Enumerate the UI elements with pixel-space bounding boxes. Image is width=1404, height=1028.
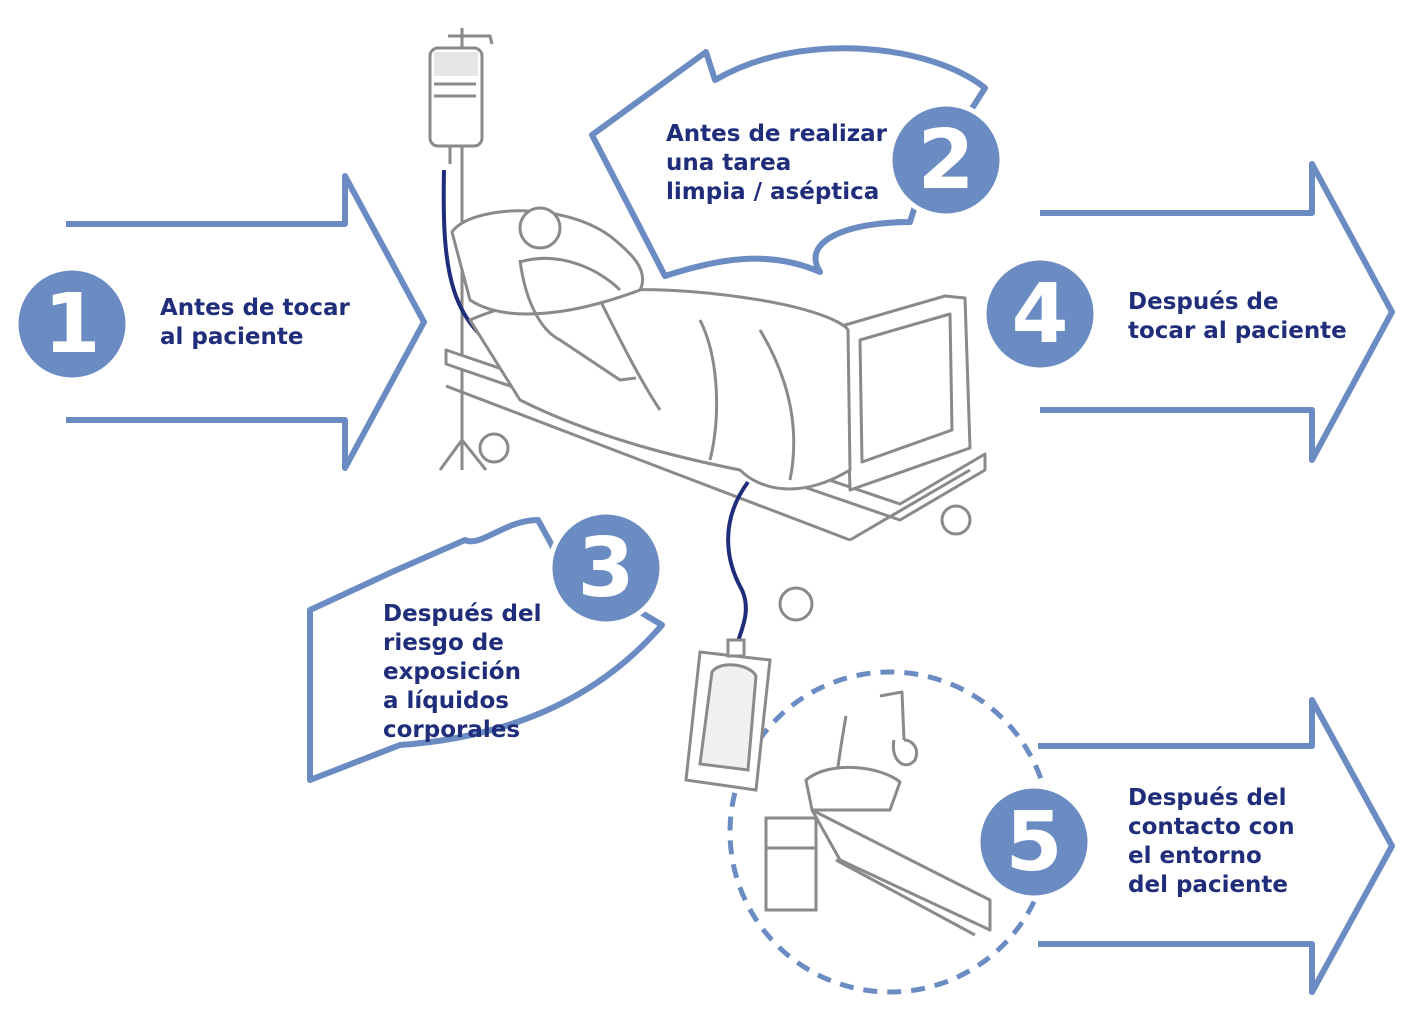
step-1-number: 1	[43, 277, 100, 372]
step-3-label: Después del riesgo de exposición a líqui…	[383, 600, 541, 745]
step-4-number: 4	[1011, 267, 1068, 362]
step-5-line: del paciente	[1128, 871, 1295, 900]
step-5-label: Después del contacto con el entorno del …	[1128, 784, 1295, 900]
step-2-line: limpia / aséptica	[666, 178, 887, 207]
step-4-line: tocar al paciente	[1128, 317, 1347, 346]
step-1-label: Antes de tocar al paciente	[160, 294, 350, 352]
step-5-line: contacto con	[1128, 813, 1295, 842]
step-5-line: el entorno	[1128, 842, 1295, 871]
step-4-label: Después de tocar al paciente	[1128, 288, 1347, 346]
step-3-line: riesgo de	[383, 629, 541, 658]
step-5-badge: 5	[978, 786, 1090, 898]
step-2-line: una tarea	[666, 149, 887, 178]
step-4-line: Después de	[1128, 288, 1347, 317]
step-1-line: Antes de tocar	[160, 294, 350, 323]
bedside-table-icon	[766, 818, 816, 910]
step-3-line: corporales	[383, 716, 541, 745]
step-3-badge: 3	[550, 512, 662, 624]
step-2-label: Antes de realizar una tarea limpia / asé…	[666, 120, 887, 207]
step-1-line: al paciente	[160, 323, 350, 352]
step-5-number: 5	[1005, 795, 1062, 890]
step-1-badge: 1	[16, 268, 128, 380]
step-3-line: a líquidos	[383, 687, 541, 716]
step-4-badge: 4	[984, 258, 1096, 370]
step-3-line: exposición	[383, 658, 541, 687]
urine-tube	[728, 482, 748, 648]
step-2-badge: 2	[890, 104, 1002, 216]
step-3-number: 3	[577, 521, 634, 616]
step-2-number: 2	[917, 113, 974, 208]
step-2-line: Antes de realizar	[666, 120, 887, 149]
empty-bed-icon	[806, 692, 990, 935]
urine-bag-icon	[686, 640, 770, 790]
step-5-line: Después del	[1128, 784, 1295, 813]
step-3-line: Después del	[383, 600, 541, 629]
